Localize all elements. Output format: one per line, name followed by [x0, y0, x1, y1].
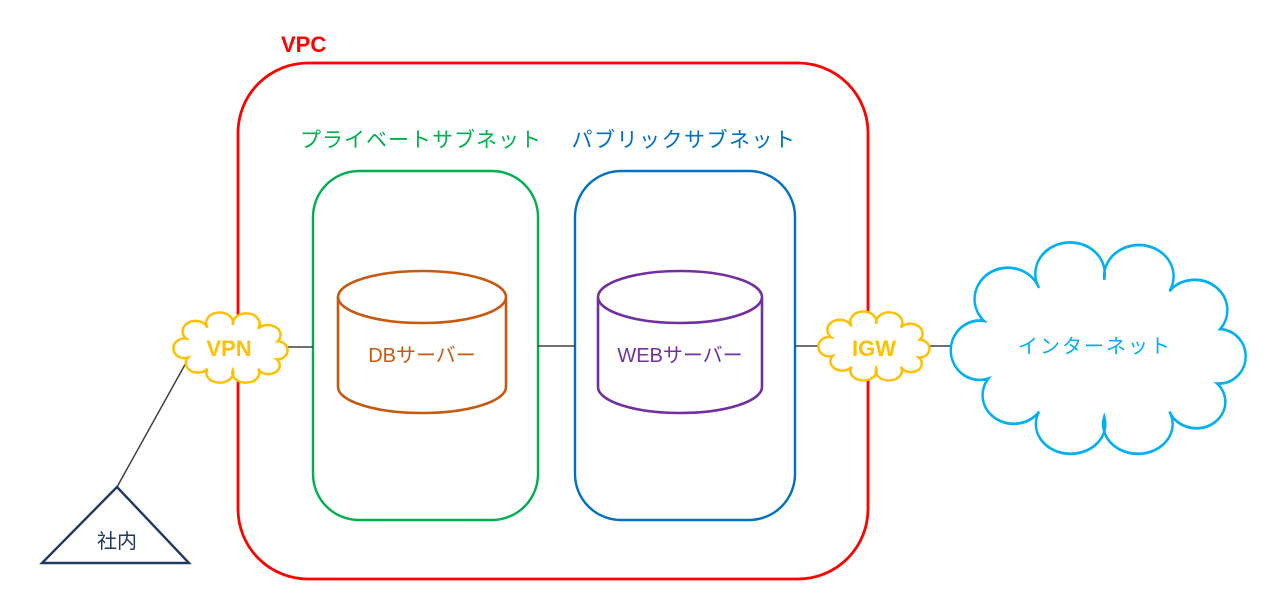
office-label: 社内 — [97, 530, 137, 553]
private-subnet-label: プライベートサブネット — [300, 129, 542, 152]
web-server-cylinder-body — [596, 297, 764, 415]
db-server-cylinder-body — [336, 297, 508, 415]
igw-label: IGW — [852, 336, 896, 361]
vpc-label: VPC — [281, 32, 326, 57]
web-server-cylinder-top — [596, 269, 764, 325]
connector-office-vpn — [116, 342, 198, 488]
internet-label: インターネット — [1018, 335, 1172, 358]
db-server-cylinder — [336, 269, 508, 415]
vpn-label: VPN — [206, 336, 251, 361]
web-server-label: WEBサーバー — [617, 345, 742, 367]
web-server-cylinder — [596, 269, 764, 415]
office-triangle — [39, 485, 192, 565]
db-server-cylinder-top — [336, 269, 508, 325]
db-server-label: DBサーバー — [368, 345, 476, 367]
public-subnet-label: パブリックサブネット — [572, 129, 797, 152]
